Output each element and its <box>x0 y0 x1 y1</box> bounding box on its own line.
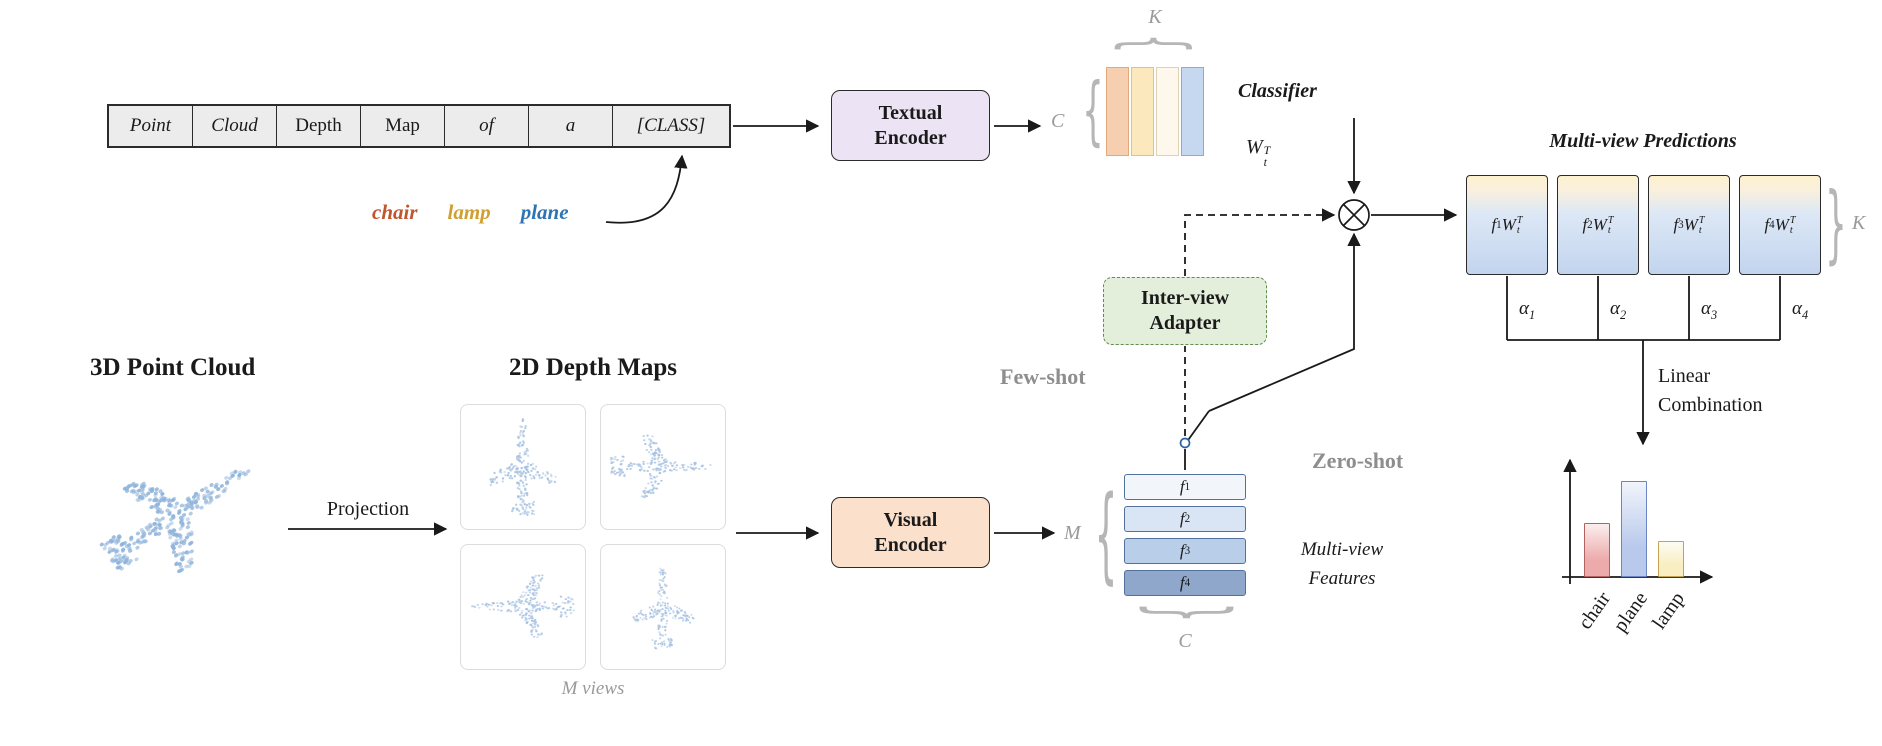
classifier-title: Classifier <box>1238 80 1317 102</box>
weight-sup: T <box>1263 143 1271 157</box>
zero-shot-label: Zero-shot <box>1312 448 1404 473</box>
brace-glyph: { <box>1106 33 1204 53</box>
prompt-cell-a: a <box>529 106 613 146</box>
alpha-4: α4 <box>1792 298 1809 322</box>
prompt-cell-cloud: Cloud <box>193 106 277 146</box>
classifier-bar-4 <box>1181 67 1204 156</box>
multiply-icon <box>1338 199 1370 231</box>
visual-encoder-box: Visual Encoder <box>831 497 990 568</box>
chart-bar-plane <box>1621 481 1647 577</box>
brace-glyph: { <box>1125 602 1245 622</box>
classifier-bar-1 <box>1106 67 1129 156</box>
line-zeroshot-to-multiply <box>1208 232 1361 412</box>
brace-glyph: { <box>1094 476 1118 596</box>
classifier-bar-3 <box>1156 67 1179 156</box>
projection-label: Projection <box>326 498 410 520</box>
class-word-chair: chair <box>372 200 418 224</box>
inter-view-adapter-box: Inter-view Adapter <box>1103 277 1267 345</box>
depth-maps-title: 2D Depth Maps <box>508 354 678 381</box>
textual-encoder-box: Textual Encoder <box>831 90 990 161</box>
depth-map-view-2 <box>600 404 726 530</box>
class-word-lamp: lamp <box>447 200 491 224</box>
arrow-classwords-to-class-cell <box>605 154 688 224</box>
features-m-label: M <box>1064 522 1081 544</box>
classifier-weight-matrix <box>1106 67 1204 156</box>
features-caption: Multi-view Features <box>1258 536 1426 593</box>
prompt-cell-depth: Depth <box>277 106 361 146</box>
class-word-list: chair lamp plane <box>372 200 569 225</box>
alpha-1: α1 <box>1519 298 1536 322</box>
features-caption-line1: Multi-view <box>1300 539 1384 560</box>
point-cloud-title: 3D Point Cloud <box>90 354 256 381</box>
views-caption: M views <box>561 678 625 699</box>
brace-features-c-icon: { <box>1124 598 1246 626</box>
brace-glyph: { <box>1082 67 1104 156</box>
depth-map-view-4 <box>600 544 726 670</box>
predictions-title: Multi-view Predictions <box>1549 130 1737 152</box>
brace-classifier-k-icon: { <box>1106 28 1204 58</box>
visual-encoder-line1: Visual <box>883 508 938 531</box>
textual-encoder-line2: Encoder <box>874 126 947 149</box>
linear-combination-label: Linear Combination <box>1658 362 1762 420</box>
prompt-cell-class: [CLASS] <box>636 115 706 136</box>
linear-line1: Linear <box>1658 365 1711 387</box>
chart-bar-lamp <box>1658 541 1684 577</box>
features-c-label: C <box>1178 630 1192 652</box>
chart-bar-chair <box>1584 523 1610 577</box>
classifier-c-label: C <box>1051 110 1065 132</box>
features-caption-line2: Features <box>1308 567 1376 589</box>
classifier-k-label: K <box>1148 6 1162 28</box>
dashed-adapter-to-multiply <box>1184 208 1336 276</box>
prompt-cell-point: Point <box>109 106 193 146</box>
prompt-cell-map: Map <box>361 106 445 146</box>
alpha-3: α3 <box>1701 298 1718 322</box>
weight-base: W <box>1246 136 1263 158</box>
visual-encoder-line2: Encoder <box>874 533 947 556</box>
brace-predictions-k-icon: } <box>1824 175 1848 275</box>
brace-glyph: } <box>1825 175 1847 275</box>
linear-line2: Combination <box>1658 394 1763 416</box>
few-shot-label: Few-shot <box>1000 364 1086 389</box>
prompt-cell-of: of <box>445 106 529 146</box>
point-cloud-scatter <box>99 469 251 574</box>
depth-map-view-3 <box>460 544 586 670</box>
adapter-line1: Inter-view <box>1140 287 1230 309</box>
weight-sub: t <box>1263 155 1268 169</box>
brace-classifier-c-icon: { <box>1082 67 1104 156</box>
brace-features-m-icon: { <box>1094 474 1118 598</box>
predictions-k-label: K <box>1852 212 1866 234</box>
switch-symbol <box>1179 410 1210 449</box>
class-word-plane: plane <box>520 200 569 224</box>
prediction-weight-bus <box>1506 276 1781 341</box>
textual-encoder-line1: Textual <box>878 101 943 124</box>
classifier-bar-2 <box>1131 67 1154 156</box>
depth-map-view-1 <box>460 404 586 530</box>
alpha-2: α2 <box>1610 298 1627 322</box>
adapter-line2: Adapter <box>1149 312 1221 334</box>
